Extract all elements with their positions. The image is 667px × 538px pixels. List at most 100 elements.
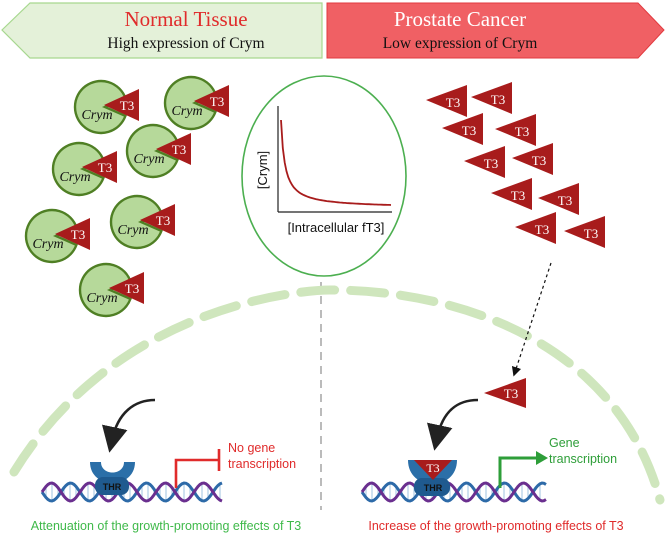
t3-molecule bbox=[194, 85, 229, 117]
normal-caption: Attenuation of the growth-promoting effe… bbox=[31, 519, 302, 533]
normal-subtitle: High expression of Crym bbox=[107, 35, 264, 52]
crym-complex: Crym T3 bbox=[109, 194, 175, 250]
crym-label: Crym bbox=[171, 104, 202, 119]
t3-label: T3 bbox=[210, 94, 224, 109]
nuclear-t3: T3 bbox=[484, 378, 526, 408]
crym-complex: Crym T3 bbox=[163, 75, 229, 131]
t3-label: T3 bbox=[515, 124, 529, 139]
t3-label: T3 bbox=[156, 213, 170, 228]
crym-complex: Crym T3 bbox=[125, 123, 191, 179]
free-t3: T3 bbox=[564, 216, 605, 248]
crym-complex: Crym T3 bbox=[73, 79, 139, 135]
dna-right bbox=[360, 481, 547, 503]
t3-triangle bbox=[464, 146, 505, 178]
free-t3: T3 bbox=[426, 85, 467, 117]
cancer-title: Prostate Cancer bbox=[394, 7, 526, 31]
cancer-caption: Increase of the growth-promoting effects… bbox=[368, 519, 623, 533]
t3-triangle bbox=[471, 82, 512, 114]
t3-label: T3 bbox=[491, 92, 505, 107]
t3-triangle bbox=[426, 85, 467, 117]
transcription-line1: Gene bbox=[549, 436, 580, 450]
t3-molecule bbox=[109, 272, 144, 304]
dna-strand bbox=[40, 481, 223, 503]
inset-ylabel: [Crym] bbox=[255, 151, 270, 189]
t3-triangle bbox=[491, 178, 532, 210]
t3-molecule bbox=[140, 204, 175, 236]
t3-entry-arrow bbox=[511, 262, 552, 377]
t3-label: T3 bbox=[535, 222, 549, 237]
dna-strand bbox=[40, 481, 223, 503]
no-transcription-line2: transcription bbox=[228, 457, 296, 471]
crym-protein bbox=[51, 141, 105, 197]
t3-triangle bbox=[538, 183, 579, 215]
t3-label: T3 bbox=[446, 95, 460, 110]
t3-label: T3 bbox=[125, 281, 139, 296]
free-t3: T3 bbox=[442, 113, 483, 145]
inset-graph: [Crym] [Intracellular fT3] bbox=[241, 75, 407, 277]
t3-label: T3 bbox=[558, 193, 572, 208]
cancer-banner: Prostate Cancer Low expression of Crym bbox=[326, 2, 665, 59]
crym-protein bbox=[24, 208, 78, 264]
crym-protein bbox=[125, 123, 179, 179]
t3-label: T3 bbox=[172, 142, 186, 157]
free-t3: T3 bbox=[464, 146, 505, 178]
right-curved-arrow bbox=[427, 398, 479, 451]
no-transcription-symbol: No gene transcription bbox=[174, 441, 296, 488]
thr-receptor-right: T3 THR bbox=[408, 460, 457, 496]
t3-triangle bbox=[442, 113, 483, 145]
inset-xlabel: [Intracellular fT3] bbox=[288, 220, 385, 235]
crym-label: Crym bbox=[133, 152, 164, 167]
t3-molecule bbox=[104, 89, 139, 121]
thr-label-left: THR bbox=[103, 482, 122, 492]
thr-label-right: THR bbox=[424, 483, 443, 493]
t3-triangle bbox=[564, 216, 605, 248]
t3-triangle bbox=[512, 143, 553, 175]
dna-strand bbox=[360, 481, 547, 503]
t3-label: T3 bbox=[584, 226, 598, 241]
t3-molecule bbox=[82, 151, 117, 183]
free-t3: T3 bbox=[538, 183, 579, 215]
t3-molecule bbox=[156, 133, 191, 165]
t3-label: T3 bbox=[462, 123, 476, 138]
crym-complex: Crym T3 bbox=[24, 208, 90, 264]
t3-triangle bbox=[495, 114, 536, 146]
t3-triangle bbox=[515, 212, 556, 244]
gene-transcription-symbol: Gene transcription bbox=[498, 436, 617, 488]
cancer-subtitle: Low expression of Crym bbox=[383, 35, 538, 52]
thr-receptor-left: THR bbox=[90, 462, 135, 495]
t3-label: T3 bbox=[511, 188, 525, 203]
crym-protein bbox=[109, 194, 163, 250]
crym-label: Crym bbox=[81, 108, 112, 123]
left-curved-arrow bbox=[102, 398, 156, 453]
t3-label: T3 bbox=[484, 156, 498, 171]
t3-label: T3 bbox=[532, 153, 546, 168]
crym-label: Crym bbox=[117, 223, 148, 238]
t3-label: T3 bbox=[120, 98, 134, 113]
t3-label: T3 bbox=[504, 386, 518, 401]
nuclear-membrane bbox=[9, 285, 665, 505]
crym-label: Crym bbox=[59, 170, 90, 185]
free-t3: T3 bbox=[491, 178, 532, 210]
dna-strand bbox=[360, 481, 547, 503]
transcription-line2: transcription bbox=[549, 452, 617, 466]
no-transcription-line1: No gene bbox=[228, 441, 275, 455]
free-t3: T3 bbox=[495, 114, 536, 146]
crym-label: Crym bbox=[86, 291, 117, 306]
thr-t3-label: T3 bbox=[426, 461, 439, 475]
normal-title: Normal Tissue bbox=[124, 7, 247, 31]
free-t3: T3 bbox=[471, 82, 512, 114]
free-t3: T3 bbox=[515, 212, 556, 244]
free-t3: T3 bbox=[512, 143, 553, 175]
crym-complex: Crym T3 bbox=[78, 262, 144, 318]
crym-protein bbox=[163, 75, 217, 131]
dna-left bbox=[40, 481, 223, 503]
crym-label: Crym bbox=[32, 237, 63, 252]
normal-banner: Normal Tissue High expression of Crym bbox=[1, 2, 323, 59]
t3-molecule bbox=[55, 218, 90, 250]
t3-label: T3 bbox=[71, 227, 85, 242]
inset-curve bbox=[280, 119, 392, 206]
